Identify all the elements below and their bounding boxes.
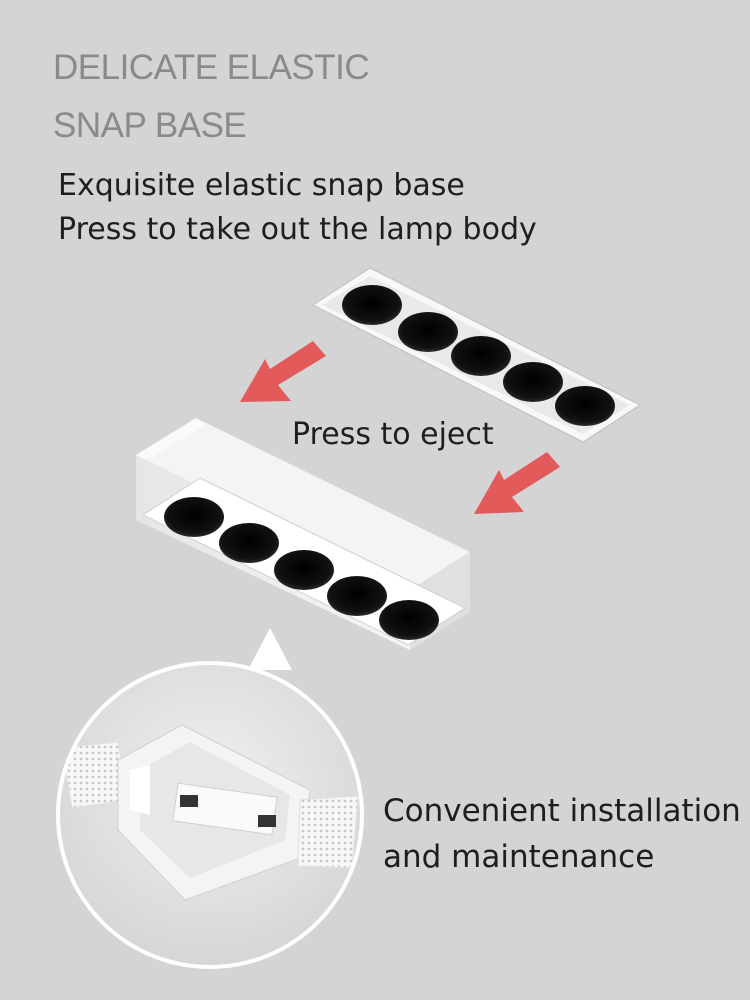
lamp-lens (164, 497, 224, 537)
subtitle-line-1: Exquisite elastic snap base (58, 168, 465, 203)
detail-magnifier (56, 628, 364, 969)
lamp-lens (219, 523, 279, 563)
heading-line-1: DELICATE ELASTIC (53, 48, 370, 87)
lamp-lens-group (164, 497, 439, 640)
detail-caption: Convenient installation and maintenance (383, 788, 741, 880)
detail-caption-line-1: Convenient installation (383, 793, 741, 829)
lamp-body (136, 418, 470, 650)
trim-lens (503, 362, 563, 402)
subtitle-line-2: Press to take out the lamp body (58, 212, 537, 247)
arrow-down-left-icon (474, 452, 560, 514)
trim-lens (398, 312, 458, 352)
trim-lens (555, 386, 615, 426)
lamp-lens (274, 550, 334, 590)
arrow-down-left-icon (240, 341, 326, 402)
heading-line-2: SNAP BASE (53, 106, 247, 145)
trim-frame (311, 267, 642, 443)
press-to-eject-label: Press to eject (292, 417, 494, 452)
detail-caption-line-2: and maintenance (383, 839, 655, 875)
trim-lens-group (342, 285, 615, 426)
lamp-lens (379, 600, 439, 640)
trim-lens (451, 336, 511, 376)
mounting-bracket (61, 724, 359, 901)
lamp-lens (327, 576, 387, 616)
trim-lens (342, 285, 402, 325)
